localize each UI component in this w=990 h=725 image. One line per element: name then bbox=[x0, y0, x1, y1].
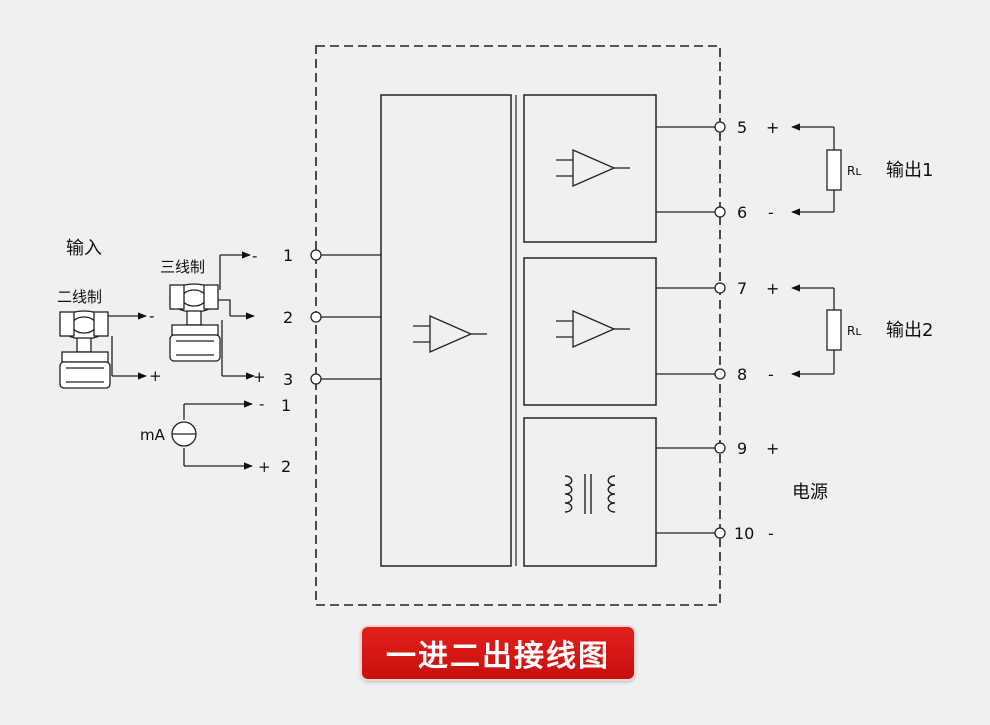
terminal-5-label: 5 bbox=[737, 118, 747, 137]
terminal-6-polarity: - bbox=[768, 203, 774, 222]
load-circuit-2 bbox=[791, 284, 835, 378]
two-wire-sign-plus: + bbox=[149, 367, 162, 385]
terminal-8-polarity: - bbox=[768, 365, 774, 384]
output2-label: 输出2 bbox=[886, 320, 933, 341]
load-resistor-1 bbox=[826, 149, 842, 191]
terminal-10-label: 10 bbox=[734, 524, 754, 543]
three-wire-sign-minus: - bbox=[252, 247, 257, 265]
output-terminal-8[interactable]: 8 - bbox=[714, 365, 774, 384]
input-terminal-1[interactable]: 1 bbox=[283, 246, 322, 265]
load-resistor-2 bbox=[826, 309, 842, 351]
terminal-7-label: 7 bbox=[737, 279, 747, 298]
output1-label: 输出1 bbox=[886, 160, 933, 181]
load-circuit-1 bbox=[791, 123, 835, 216]
output-module-1 bbox=[523, 94, 657, 243]
transformer-icon bbox=[564, 474, 616, 514]
output-module-2 bbox=[523, 257, 657, 406]
input-terminal-2[interactable]: 2 bbox=[283, 308, 322, 327]
isolator-enclosure bbox=[315, 45, 721, 606]
power-module bbox=[523, 417, 657, 567]
terminal-9-polarity: + bbox=[766, 439, 779, 458]
three-wire-transmitter-icon bbox=[169, 283, 221, 362]
output1-amplifier-icon bbox=[556, 149, 630, 187]
input-terminal-3-label: 3 bbox=[283, 370, 293, 389]
two-wire-label: 二线制 bbox=[57, 288, 102, 306]
input-terminal-1-label: 1 bbox=[283, 246, 293, 265]
output2-amplifier-icon bbox=[556, 310, 630, 348]
three-wire-sign-plus: + bbox=[253, 368, 266, 386]
output-terminal-7[interactable]: 7 + bbox=[714, 279, 779, 298]
terminal-9-label: 9 bbox=[737, 439, 747, 458]
current-source-sign-plus: + bbox=[258, 458, 271, 476]
three-wire-leads bbox=[218, 251, 255, 380]
current-source-terminal-1: 1 bbox=[281, 396, 291, 415]
terminal-10-polarity: - bbox=[768, 524, 774, 543]
internal-wiring bbox=[316, 126, 720, 534]
current-source-terminal-2: 2 bbox=[281, 457, 291, 476]
terminal-5-polarity: + bbox=[766, 118, 779, 137]
three-wire-label: 三线制 bbox=[160, 258, 205, 276]
current-source-wiring bbox=[183, 400, 253, 470]
load-resistor-2-label: Rʟ bbox=[847, 324, 861, 338]
input-module bbox=[380, 94, 512, 567]
terminal-7-polarity: + bbox=[766, 279, 779, 298]
output-terminal-5[interactable]: 5 + bbox=[714, 118, 779, 137]
terminal-6-label: 6 bbox=[737, 203, 747, 222]
input-amplifier-icon bbox=[413, 315, 487, 353]
two-wire-leads bbox=[108, 312, 147, 380]
input-terminal-2-label: 2 bbox=[283, 308, 293, 327]
load-resistor-1-label: Rʟ bbox=[847, 164, 861, 178]
input-title: 输入 bbox=[66, 238, 102, 259]
output-terminal-9[interactable]: 9 + bbox=[714, 439, 779, 458]
power-label: 电源 bbox=[792, 482, 828, 503]
input-terminal-3[interactable]: 3 bbox=[283, 370, 322, 389]
current-source-sign-minus: - bbox=[259, 395, 264, 413]
two-wire-transmitter-icon bbox=[59, 310, 111, 389]
output-terminal-6[interactable]: 6 - bbox=[714, 203, 774, 222]
current-source-icon bbox=[171, 421, 197, 447]
two-wire-sign-minus: - bbox=[149, 307, 154, 325]
current-source-label: mA bbox=[140, 426, 166, 444]
terminal-8-label: 8 bbox=[737, 365, 747, 384]
diagram-caption: 一进二出接线图 bbox=[362, 627, 634, 679]
output-terminal-10[interactable]: 10 - bbox=[714, 524, 774, 543]
